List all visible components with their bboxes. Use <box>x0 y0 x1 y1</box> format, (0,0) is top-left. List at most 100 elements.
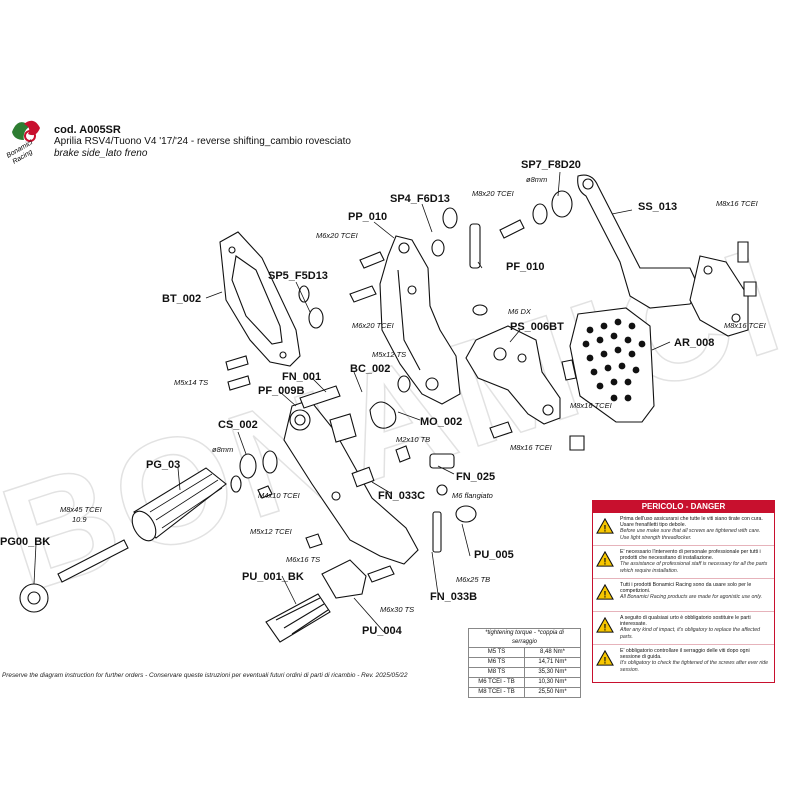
label-fn-025: FN_025 <box>456 471 495 483</box>
brake-lever <box>283 399 419 565</box>
torque-value: 35,30 Nm* <box>524 667 581 678</box>
label-pu-004: PU_004 <box>362 625 403 637</box>
callout-m6x16-ts: M6x16 TS <box>286 555 320 564</box>
callout-m6-flangiato: M6 flangiato <box>452 491 493 500</box>
torque-size: M6 TCEI - TB <box>468 677 525 688</box>
return-spring <box>369 401 397 429</box>
callout-m2x10-tb: M2x10 TB <box>396 435 430 444</box>
label-fn-033c: FN_033C <box>378 490 425 502</box>
danger-item: ! A seguito di qualsiasi urto è obbligat… <box>593 612 774 645</box>
danger-text-en: The assistance of professional staff is … <box>620 561 768 574</box>
danger-text-it: E' necessario l'intervento di personale … <box>620 549 761 562</box>
pedal-bracket <box>321 559 367 599</box>
callout-m6x30-ts: M6x30 TS <box>380 605 414 614</box>
danger-text-en: All Bonamici Racing products are made fo… <box>620 594 763 601</box>
washer-pu005 <box>455 505 477 523</box>
torque-table: *tightening torque - *coppia di serraggi… <box>468 628 581 698</box>
label-ss-013: SS_013 <box>638 201 677 213</box>
brand-logo: Bonamici Racing <box>6 120 40 166</box>
danger-text-it: E' obbligatorio controllare il serraggio… <box>620 648 750 661</box>
torque-value: 25,50 Nm* <box>524 687 581 698</box>
danger-text-en: Before use make sure that all screws are… <box>620 528 761 541</box>
label-bc-002: BC_002 <box>350 363 390 375</box>
callout-m8x16-tcei-low: M8x16 TCEI <box>510 443 552 452</box>
warning-icon: ! <box>596 650 614 666</box>
callout-m8x16-tcei-mid: M8x16 TCEI <box>570 401 612 410</box>
label-ar-008: AR_008 <box>674 337 714 349</box>
callout-m5x14-ts: M5x14 TS <box>174 378 208 387</box>
callout-m5x12-ts: M5x12 TS <box>372 350 406 359</box>
label-pg00-bk: PG00_BK <box>0 536 50 548</box>
warning-icon: ! <box>596 584 614 600</box>
danger-text-en: After any kind of impact, it's obligator… <box>620 627 760 640</box>
danger-text-it: Prima dell'uso assicurarsi che tutte le … <box>620 516 763 529</box>
warning-icon: ! <box>596 617 614 633</box>
svg-text:!: ! <box>604 556 607 566</box>
svg-text:!: ! <box>604 523 607 533</box>
label-sp5-f5d13: SP5_F5D13 <box>268 270 328 282</box>
label-pf-010: PF_010 <box>506 261 545 273</box>
label-pu-005: PU_005 <box>474 549 514 561</box>
label-mo-002: MO_002 <box>420 416 462 428</box>
main-bracket <box>379 235 461 405</box>
header-block: cod. A005SR Aprilia RSV4/Tuono V4 '17/'2… <box>54 124 351 160</box>
callout-m4x10-tcei: M4x10 TCEI <box>258 491 300 500</box>
torque-size: M6 TS <box>468 657 525 668</box>
svg-text:!: ! <box>604 622 607 632</box>
danger-panel: PERICOLO - DANGER ! Prima dell'uso assic… <box>592 500 775 683</box>
shifter-arm <box>577 174 701 309</box>
callout-m8x45-grade: 10.9 <box>72 515 87 524</box>
product-side: brake side_lato freno <box>54 148 148 159</box>
callout-m8x16-tcei-r: M8x16 TCEI <box>724 321 766 330</box>
torque-header: *tightening torque - *coppia di serraggi… <box>468 628 581 648</box>
danger-item: ! E' obbligatorio controllare il serragg… <box>593 645 774 678</box>
torque-value: 8,48 Nm* <box>524 647 581 658</box>
danger-text-it: A seguito di qualsiasi urto è obbligator… <box>620 615 751 628</box>
callout-m6x20-tcei-1: M6x20 TCEI <box>316 231 358 240</box>
callout-m8x20-tcei: M8x20 TCEI <box>472 189 514 198</box>
danger-text-it: Tutti i prodotti Bonamici Racing sono da… <box>620 582 752 595</box>
label-pu-001-bk: PU_001_BK <box>242 571 304 583</box>
torque-value: 10,30 Nm* <box>524 677 581 688</box>
svg-text:!: ! <box>604 655 607 665</box>
adapter-plate <box>569 307 655 423</box>
product-code: cod. A005SR <box>54 124 121 136</box>
label-fn-033b: FN_033B <box>430 591 477 603</box>
label-pp-010: PP_010 <box>348 211 387 223</box>
product-model: Aprilia RSV4/Tuono V4 '17/'24 - reverse … <box>54 136 351 147</box>
torque-size: M8 TCEI - TB <box>468 687 525 698</box>
callout-m6x25-tb: M6x25 TB <box>456 575 490 584</box>
torque-size: M8 TS <box>468 667 525 678</box>
danger-title: PERICOLO - DANGER <box>593 501 774 513</box>
pedal-rubber <box>265 593 331 643</box>
label-pf-009b: PF_009B <box>258 385 305 397</box>
danger-text-en: It's obligatory to check the tightened o… <box>620 660 769 673</box>
label-fn-001: FN_001 <box>282 371 321 383</box>
danger-item: ! E' necessario l'intervento di personal… <box>593 546 774 579</box>
label-cs-002: CS_002 <box>218 419 258 431</box>
label-sp4-f6d13: SP4_F6D13 <box>390 193 450 205</box>
callout-m8x45-tcei: M8x45 TCEI <box>60 505 102 514</box>
callout-d8mm-left: ø8mm <box>212 445 233 454</box>
warning-icon: ! <box>596 551 614 567</box>
label-sp7-f8d20: SP7_F8D20 <box>521 159 581 171</box>
label-ps-006bt: PS_006BT <box>510 321 564 333</box>
callout-m8x16-tcei-tr: M8x16 TCEI <box>716 199 758 208</box>
adapter-plate-holes <box>582 318 646 402</box>
danger-item: ! Prima dell'uso assicurarsi che tutte l… <box>593 513 774 546</box>
callout-m6x20-tcei-2: M6x20 TCEI <box>352 321 394 330</box>
callout-m5x12-tcei: M5x12 TCEI <box>250 527 292 536</box>
heel-guard-plate <box>219 231 301 367</box>
eccentric-plate <box>465 325 561 425</box>
torque-size: M5 TS <box>468 647 525 658</box>
torque-value: 14,71 Nm* <box>524 657 581 668</box>
footer-note: Preserve the diagram instruction for fur… <box>2 672 408 679</box>
label-pg-03: PG_03 <box>146 459 180 471</box>
label-bt-002: BT_002 <box>162 293 201 305</box>
